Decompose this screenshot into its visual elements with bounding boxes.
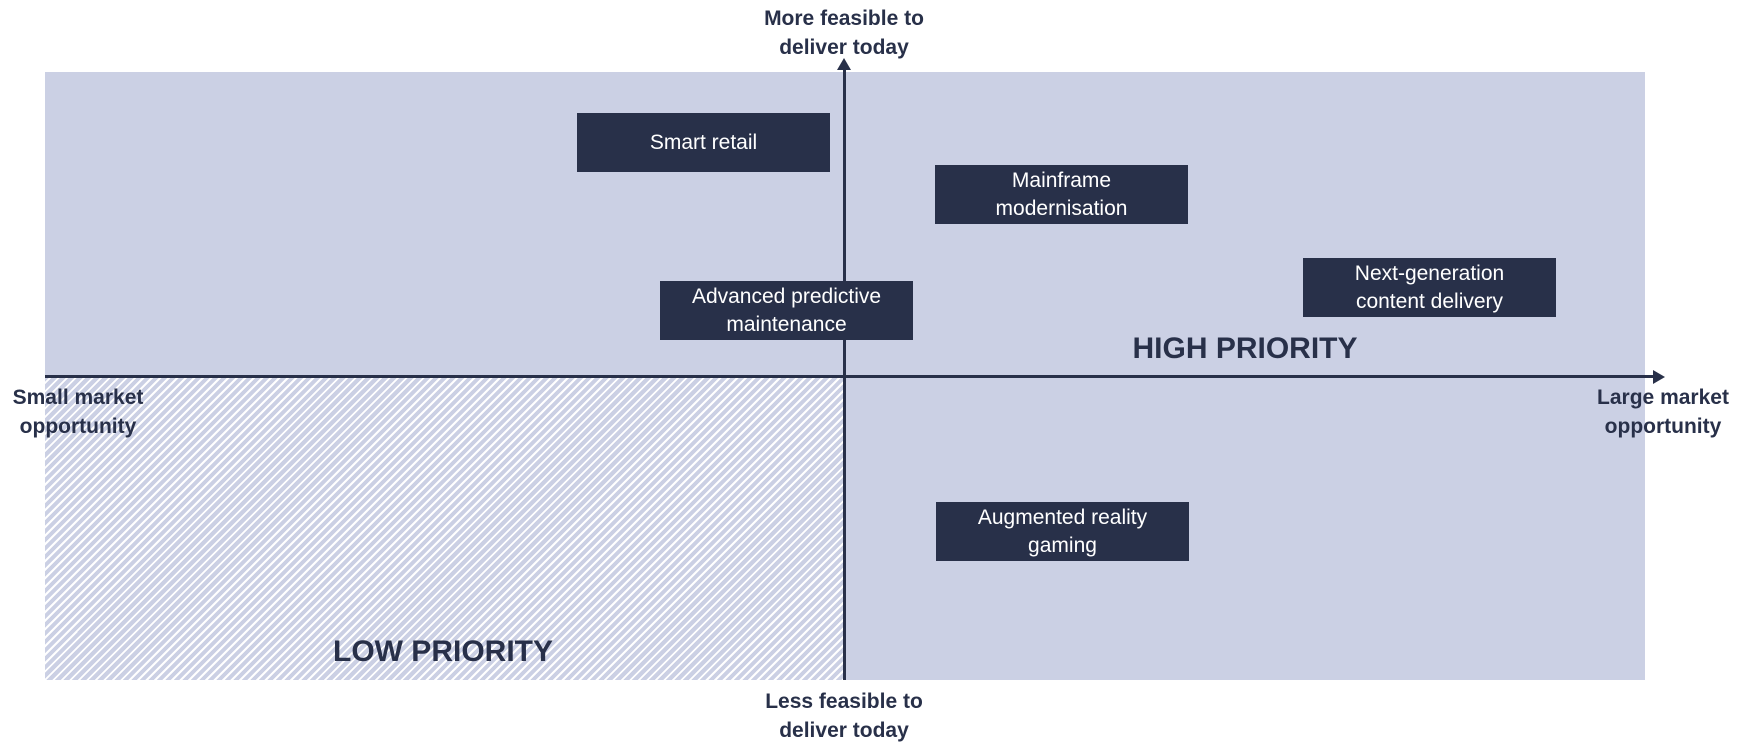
axis-label-line: opportunity [1604, 415, 1722, 438]
item-label: Smart retail [649, 130, 758, 154]
item-label: content delivery [1355, 289, 1504, 313]
low-priority-label: LOW PRIORITY [333, 635, 553, 668]
axis-label-right: Large market opportunity [1597, 383, 1729, 441]
axis-label-line: Large market [1597, 386, 1729, 409]
item-label: modernisation [995, 196, 1128, 220]
feasibility-axis [843, 66, 846, 680]
item-next-generation-content-delivery: Next-generation content delivery [1303, 258, 1556, 317]
item-smart-retail: Smart retail [577, 113, 830, 172]
high-priority-label: HIGH PRIORITY [1132, 332, 1358, 365]
low-priority-hatched-region [45, 376, 845, 680]
item-augmented-reality-gaming: Augmented reality gaming [936, 502, 1189, 561]
arrow-right-icon [1653, 370, 1665, 384]
item-label: Augmented reality [977, 505, 1148, 529]
item-label: gaming [1028, 533, 1097, 557]
item-label: Advanced predictive [691, 284, 882, 308]
axis-label-bottom: Less feasible to deliver today [765, 687, 923, 745]
axis-label-top: More feasible to deliver today [764, 4, 924, 62]
item-label: Mainframe [1011, 168, 1112, 192]
item-mainframe-modernisation: Mainframe modernisation [935, 165, 1188, 224]
axis-label-line: More feasible to [764, 7, 924, 30]
axis-label-line: deliver today [779, 719, 909, 742]
axis-label-line: deliver today [779, 36, 909, 59]
axis-label-line: Small market [12, 386, 144, 409]
axis-label-line: Less feasible to [765, 690, 923, 713]
market-axis [45, 375, 1655, 378]
item-label: maintenance [726, 312, 847, 336]
axis-label-left: Small market opportunity [13, 383, 144, 441]
axis-label-line: opportunity [19, 415, 137, 438]
arrow-up-icon [837, 58, 851, 70]
item-label: Next-generation [1354, 261, 1505, 285]
item-advanced-predictive-maintenance: Advanced predictive maintenance [660, 281, 913, 340]
